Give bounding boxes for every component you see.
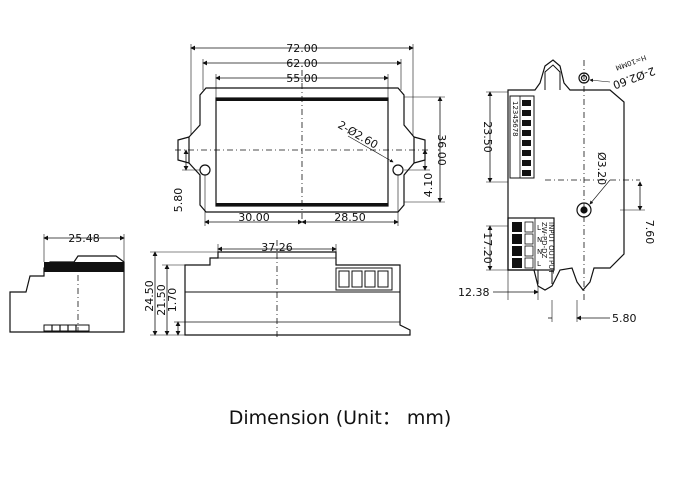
- dim-top-hole: 2-Ø2.60: [336, 118, 381, 151]
- dim-left-span: 30.00: [238, 211, 270, 224]
- dim-right-bottom-left: 12.38: [458, 286, 490, 299]
- terminal-block: [507, 217, 555, 271]
- dim-right-side: 7.60: [643, 220, 656, 245]
- front-view: [150, 240, 411, 340]
- dim-mid: 62.00: [286, 57, 318, 70]
- top-view: [175, 44, 445, 226]
- caption: Dimension (Unit： mm): [228, 407, 452, 429]
- terminal-label-4: L: [537, 260, 541, 268]
- front-view-body: [184, 251, 411, 336]
- right-view-body: [507, 59, 625, 291]
- dim-right-bottom-right: 5.80: [612, 312, 637, 325]
- terminal-label-3: N: [537, 248, 542, 256]
- dim-right-lower: 17.20: [481, 232, 494, 264]
- dip-switch-block: [509, 95, 535, 179]
- dim-front-h1: 24.50: [143, 280, 156, 312]
- terminal-model: ZW-PD-DZ: [540, 222, 548, 258]
- terminal-label-1: L: [537, 224, 541, 232]
- dim-front-width: 37.26: [261, 241, 293, 254]
- right-view: [486, 59, 645, 322]
- dim-side-depth: 25.48: [68, 232, 100, 245]
- terminal-label-2: N: [537, 236, 542, 244]
- dim-right-offset: 4.10: [422, 173, 435, 198]
- terminal-header: INPUT OUTPUT: [547, 222, 555, 274]
- dim-height: 36.00: [435, 134, 448, 166]
- dip-switch-numbers: 12345678: [511, 101, 519, 137]
- side-view: [9, 234, 125, 333]
- dim-overall: 72.00: [286, 42, 318, 55]
- dim-right-upper: 23.50: [481, 121, 494, 153]
- dim-right-hole: Ø3.20: [595, 152, 608, 185]
- dim-inner: 55.00: [286, 72, 318, 85]
- top-view-right-hole: [392, 164, 404, 176]
- dim-front-h3: 1.70: [166, 288, 179, 313]
- dim-right-span: 28.50: [334, 211, 366, 224]
- top-view-left-hole: [199, 164, 211, 176]
- dim-front-h2: 21.50: [155, 284, 168, 316]
- dim-left-offset: 5.80: [172, 188, 185, 213]
